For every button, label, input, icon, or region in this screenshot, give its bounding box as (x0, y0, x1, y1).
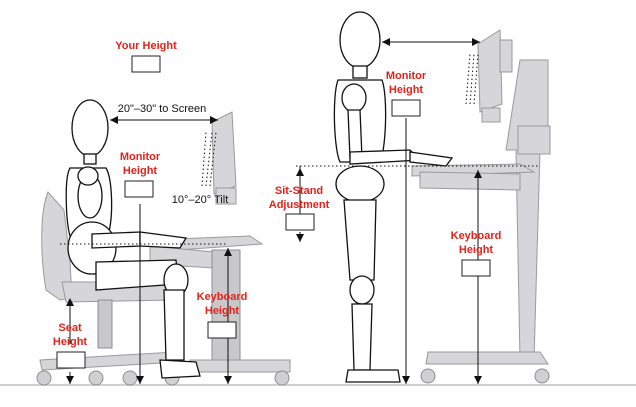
monitor-height-sitting-label-1: Monitor (120, 151, 161, 163)
monitor-height-standing-label-1: Monitor (386, 70, 427, 82)
monitor-height-sitting-box (124, 180, 154, 198)
keyboard-height-sitting-label-1: Keyboard (197, 291, 248, 303)
distance-to-screen-label: 20"–30" to Screen (118, 103, 207, 115)
keyboard-height-standing-box (461, 259, 491, 277)
sit-stand-label-2: Adjustment (269, 199, 330, 211)
standing-dimension-lines (296, 38, 540, 384)
your-height-box (131, 55, 161, 73)
sitting-dimension-lines (60, 116, 232, 384)
monitor-height-sitting-label-2: Height (123, 165, 158, 177)
standing-mannequin (333, 11, 454, 383)
tilt-label: 10°–20° Tilt (172, 194, 229, 206)
sit-stand-label-1: Sit-Stand (275, 185, 323, 197)
keyboard-height-sitting-box (207, 321, 237, 339)
sit-stand-box (285, 213, 315, 231)
monitor-height-standing-box (391, 99, 421, 117)
sitting-mannequin (65, 99, 201, 379)
seat-height-box (56, 351, 86, 369)
monitor-height-standing-label-2: Height (389, 84, 424, 96)
keyboard-height-sitting-label-2: Height (205, 305, 240, 317)
keyboard-height-standing-label-2: Height (459, 244, 494, 256)
your-height-label: Your Height (115, 40, 177, 52)
keyboard-height-standing-label-1: Keyboard (451, 230, 502, 242)
standing-desk (411, 29, 551, 384)
seat-height-label-2: Height (53, 336, 88, 348)
seat-height-label-1: Seat (58, 322, 82, 334)
